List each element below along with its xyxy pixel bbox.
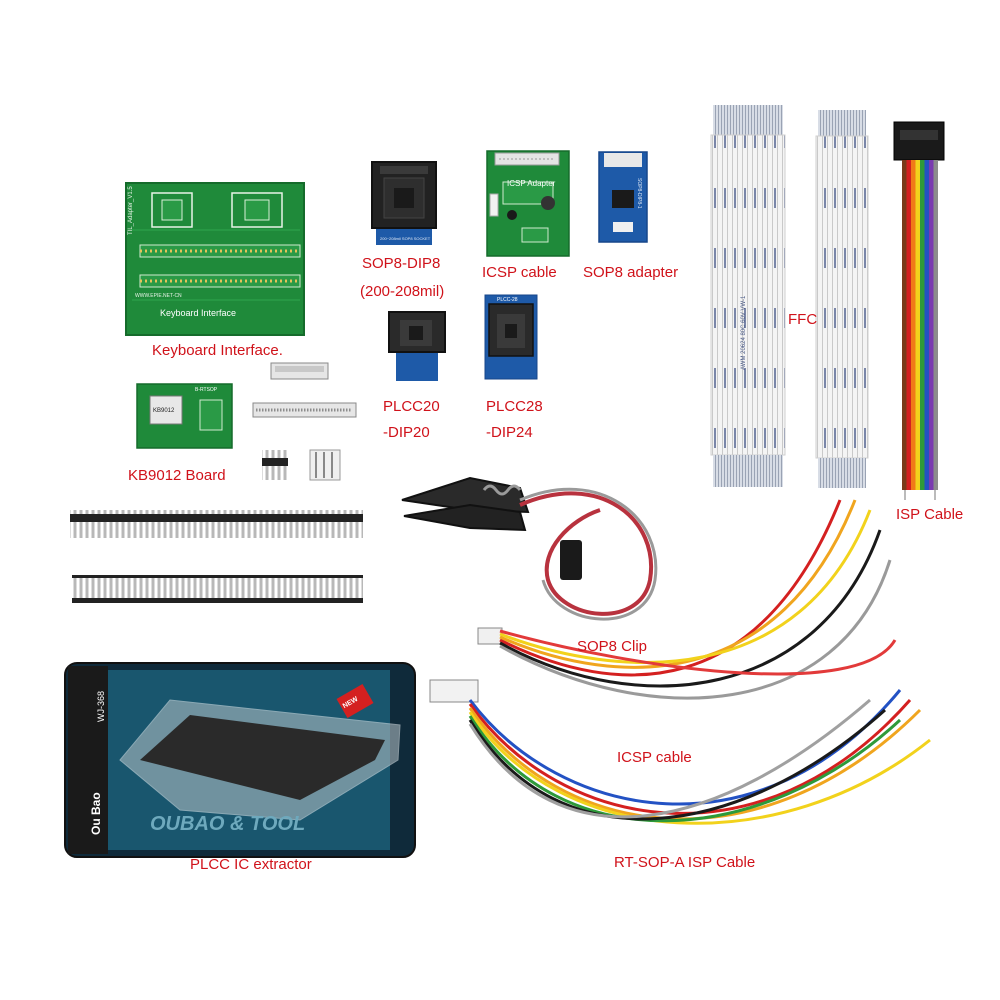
label-sop8-dip8: SOP8-DIP8 [362, 255, 441, 272]
sop8-adapter-board: SOP8-DIP8-1 [598, 151, 648, 243]
isp-wire [902, 160, 907, 490]
long-pin-headers [70, 510, 363, 603]
kb9012-board: KB9012 B-RTSOP [136, 383, 233, 449]
icsp-loose-wires [477, 499, 897, 700]
plcc-extractor-package: NEW OUBAO & TOOL Ou Bao WJ-368 [64, 662, 416, 858]
label-ffc: FFC [788, 311, 818, 328]
label-rt-sop-a: RT-SOP-A ISP Cable [614, 854, 756, 871]
sop8-dip8-socket: 200~208mil SOP8 SOCKET [371, 161, 437, 245]
isp-wire [911, 160, 916, 490]
isp-wire [906, 160, 911, 490]
label-sop8-clip: SOP8 Clip [577, 638, 648, 655]
label-sop8-dip8-size: (200-208mil) [360, 283, 445, 300]
small-pin-headers [262, 449, 341, 481]
keyboard-board-url: WWW.EPIE.NET-CN [135, 293, 182, 299]
isp-ribbon-cable [893, 121, 945, 500]
label-plcc20-dip: -DIP20 [383, 424, 430, 441]
ffc-print: AWM 20624 80C 60V VW-1 [741, 295, 747, 370]
extractor-side-brand: Ou Bao [89, 792, 103, 835]
smd-connectors [252, 362, 357, 418]
keyboard-board-title: Keyboard Interface [160, 308, 236, 318]
label-icsp-cable-bottom: ICSP cable [617, 749, 692, 766]
label-keyboard-interface: Keyboard Interface. [152, 342, 283, 359]
isp-wire [915, 160, 920, 490]
plcc28-board-label: PLCC-28 [497, 297, 518, 303]
icsp-board-title: ICSP Adapter [507, 179, 556, 188]
label-plcc28-dip: -DIP24 [486, 424, 533, 441]
label-kb9012: KB9012 Board [128, 467, 226, 484]
kb9012-chip-text: KB9012 [153, 408, 175, 414]
plcc28-dip24-adapter: PLCC-28 [484, 294, 538, 380]
isp-wires [902, 160, 938, 490]
label-plcc20: PLCC20 [383, 398, 440, 415]
keyboard-board-adapter: TIL_Adapter_V1.5 [128, 186, 134, 235]
icsp-adapter-board: ICSP Adapter [486, 150, 570, 257]
isp-wire [929, 160, 934, 490]
sop8-adapter-code: SOP8-DIP8-1 [636, 178, 642, 209]
rt-sop-a-cable [429, 679, 931, 825]
label-plcc-extractor: PLCC IC extractor [190, 856, 312, 873]
label-plcc28: PLCC28 [486, 398, 543, 415]
extractor-model: WJ-368 [96, 691, 106, 722]
sop8-clip [401, 476, 658, 621]
ffc-cables: AWM 20624 80C 60V VW-1 [710, 105, 869, 488]
label-isp-cable: ISP Cable [896, 506, 964, 523]
isp-wire [920, 160, 925, 490]
plcc20-dip20-adapter [388, 311, 446, 381]
label-icsp-cable-top: ICSP cable [482, 264, 557, 281]
isp-wire [924, 160, 929, 490]
keyboard-interface-board: Keyboard Interface WWW.EPIE.NET-CN TIL_A… [125, 182, 305, 336]
isp-wire [933, 160, 938, 490]
sop8-socket-text: 200~208mil SOP8 SOCKET [380, 236, 431, 241]
extractor-brand: OUBAO & TOOL [150, 813, 305, 835]
kb9012-board-name: B-RTSOP [195, 387, 218, 393]
label-sop8-adapter: SOP8 adapter [583, 264, 679, 281]
